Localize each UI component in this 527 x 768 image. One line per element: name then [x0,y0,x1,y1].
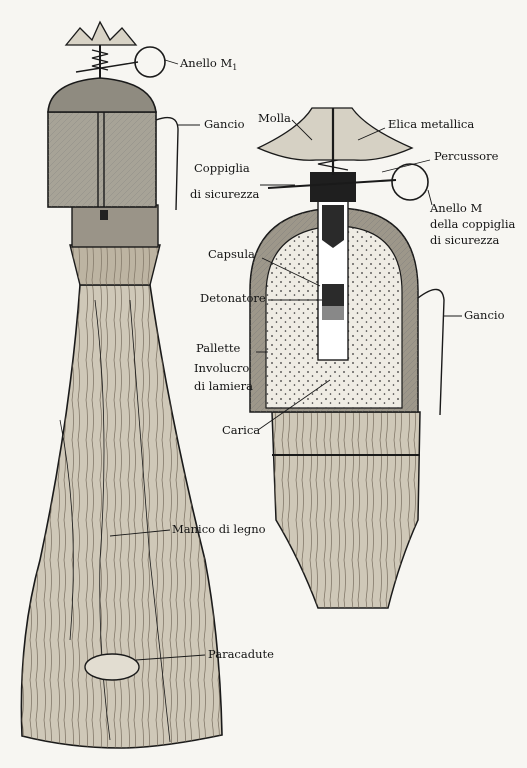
label-anello-m1: Anello M1 [179,56,237,72]
label-involucro-line2: di lamiera [194,379,253,393]
ring-m1 [134,46,166,78]
label-anello-m-line1: Anello M [429,201,482,215]
collar [71,204,159,248]
label-molla: Molla [258,111,291,125]
label-involucro-line1: Involucro [194,361,249,375]
label-gancio-right: Gancio [464,308,505,322]
label-anello-m-line2: della coppiglia [430,217,516,231]
parachute-compartment [84,653,140,681]
label-pallette: Pallette [196,341,240,355]
cross-section-view [249,107,445,609]
label-coppiglia-line2: di sicurezza [190,187,260,201]
label-elica-metallica: Elica metallica [388,117,474,131]
hook-left [155,116,179,211]
metal-propeller [256,107,414,161]
label-anello-m-line3: di sicurezza [430,233,500,247]
spring-left [91,49,109,71]
leader-lines [109,59,462,661]
ring-m [391,163,429,201]
label-carica: Carica [222,423,260,437]
label-manico: Manico di legno [172,522,266,536]
propeller-left [64,20,138,46]
external-view [20,20,223,749]
label-detonatore: Detonatore [200,291,266,305]
canister-dome [47,77,157,113]
label-gancio-left: Gancio [204,117,245,131]
label-percussore: Percussore [434,149,499,163]
hook-right [417,288,445,416]
labels: Anello M1 Gancio Molla Elica metallica C… [172,56,516,661]
capsule [322,284,344,306]
label-coppiglia-line1: Coppiglia [194,161,250,175]
label-capsula: Capsula [208,247,255,261]
label-paracadute: Paracadute [208,647,274,661]
striker [310,172,356,202]
